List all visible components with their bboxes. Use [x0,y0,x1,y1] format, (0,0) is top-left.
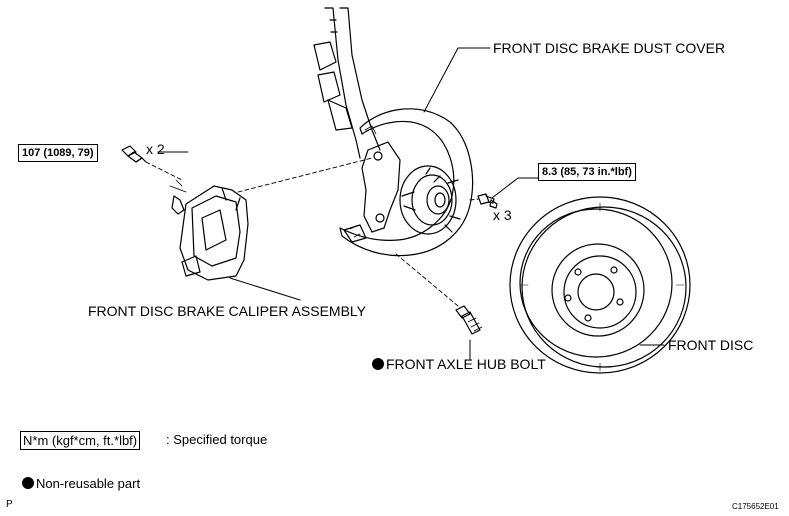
dust-cover-bolt [477,193,498,209]
caliper-shape [169,179,249,281]
hub-bolt [455,305,483,335]
figure-code: C175652E01 [732,502,779,511]
cover-bolt-quantity: x 3 [493,207,512,223]
caliper-label: FRONT DISC BRAKE CALIPER ASSEMBLY [88,303,367,319]
front-disc-label: FRONT DISC [668,337,754,353]
caliper-bolt-quantity: x 2 [146,141,165,157]
dust-cover-label: FRONT DISC BRAKE DUST COVER [493,40,726,56]
non-reusable-legend-dot-icon [22,477,34,489]
dust-cover-shape [339,108,474,257]
cover-bolt-torque-box: 8.3 (85, 73 in.*lbf) [538,163,636,181]
torque-unit-legend-box: N*m (kgf*cm, ft.*lbf) [20,431,141,450]
knuckle-body [361,141,401,233]
non-reusable-dot-icon [372,358,384,370]
non-reusable-legend-text: Non-reusable part [36,476,141,491]
hub-bolt-label-text: FRONT AXLE HUB BOLT [386,356,546,372]
non-reusable-legend: Non-reusable part [22,476,140,492]
strut-knuckle-arm [313,7,381,159]
alignment-lines [145,157,479,307]
caliper-bolt [121,145,147,163]
hub-shape [399,165,461,235]
page-code: P [6,499,13,510]
front-disc-shape [509,196,691,374]
caliper-bolt-torque-box: 107 (1089, 79) [18,144,98,162]
leader-lines [157,47,665,361]
hub-bolt-label: FRONT AXLE HUB BOLT [372,356,546,372]
torque-legend-text: : Specified torque [166,432,268,447]
